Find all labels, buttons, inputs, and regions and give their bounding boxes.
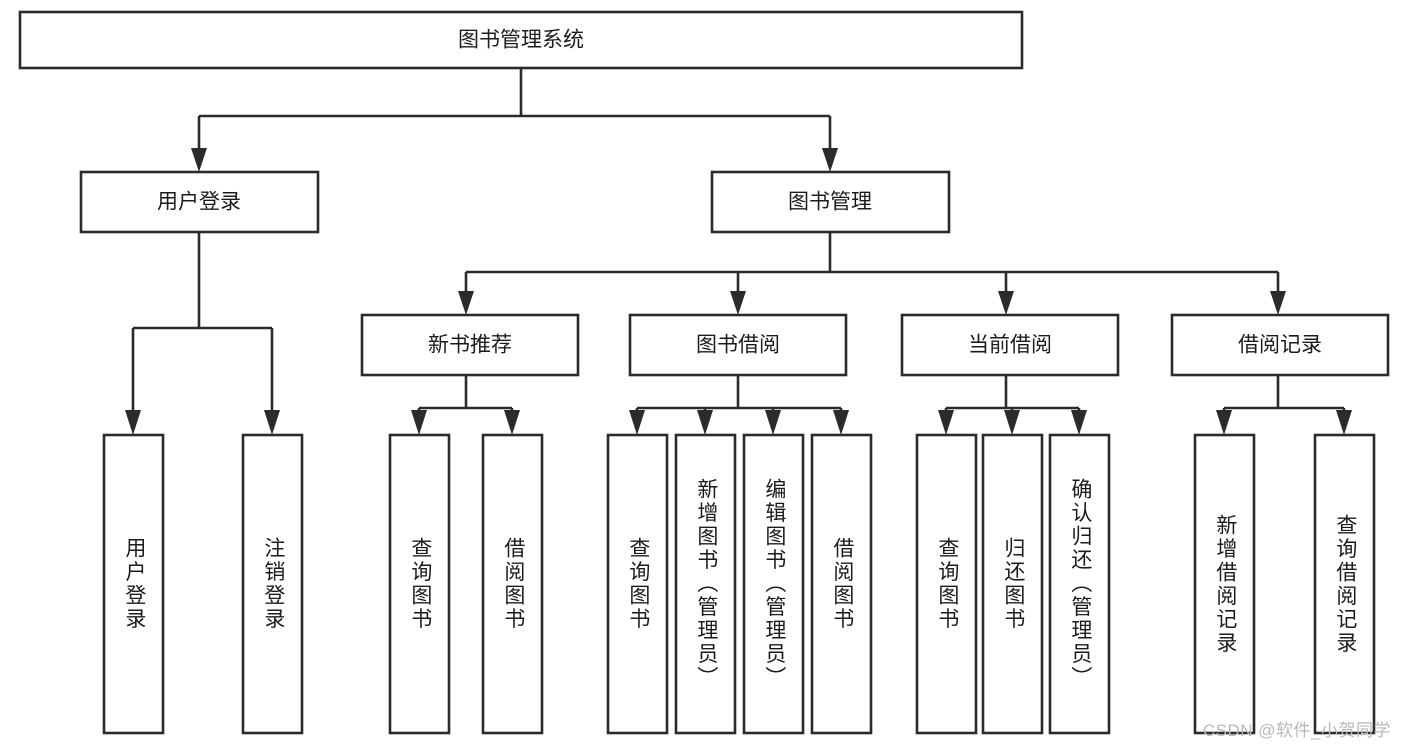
- node-book-borrow-label: 图书借阅: [696, 334, 780, 357]
- node-book-manage-box[interactable]: [710, 170, 951, 234]
- node-book-manage[interactable]: 图书管理: [710, 170, 951, 234]
- node-borrow-record-label: 借阅记录: [1238, 334, 1322, 357]
- arrow-leaf-query-book-3: [938, 410, 954, 435]
- node-current-borrow-box[interactable]: [900, 313, 1120, 377]
- node-new-book-rec-box[interactable]: [360, 313, 580, 377]
- node-new-book-rec[interactable]: 新书推荐: [360, 313, 580, 377]
- connector-group: [125, 68, 1352, 435]
- arrow-to-book-manage: [822, 148, 838, 172]
- arrow-leaf-query-record: [1336, 410, 1352, 435]
- arrow-leaf-query-book-2: [629, 410, 645, 435]
- arrow-leaf-add-book: [697, 410, 713, 435]
- arrow-to-book-borrow: [730, 291, 746, 315]
- arrow-to-current-borrow: [998, 291, 1014, 315]
- leaf-query-book-2-box[interactable]: [606, 433, 669, 735]
- node-book-borrow-box[interactable]: [628, 313, 848, 377]
- node-root[interactable]: 图书管理系统: [18, 10, 1024, 70]
- arrow-leaf-confirm-return: [1071, 410, 1087, 435]
- arrow-leaf-logout: [264, 410, 280, 435]
- leaf-query-book-1-box[interactable]: [388, 433, 451, 735]
- leaf-edit-book-box[interactable]: [742, 433, 805, 735]
- leaf-borrow-book-2-box[interactable]: [810, 433, 873, 735]
- arrow-to-new-book-rec: [458, 291, 474, 315]
- leaf-borrow-book-1-box[interactable]: [481, 433, 544, 735]
- arrow-leaf-edit-book: [765, 410, 781, 435]
- node-book-manage-label: 图书管理: [788, 191, 872, 214]
- arrow-leaf-return-book: [1004, 410, 1020, 435]
- node-root-label: 图书管理系统: [458, 29, 584, 52]
- leaf-query-record-box[interactable]: [1313, 433, 1376, 735]
- arrow-leaf-borrow-book-2: [833, 410, 849, 435]
- node-book-borrow[interactable]: 图书借阅: [628, 313, 848, 377]
- leaf-add-record-box[interactable]: [1193, 433, 1256, 735]
- leaf-add-book-box[interactable]: [674, 433, 737, 735]
- arrow-to-user-login: [191, 148, 207, 172]
- node-new-book-rec-label: 新书推荐: [428, 334, 512, 357]
- leaf-return-book-box[interactable]: [981, 433, 1044, 735]
- node-current-borrow-label: 当前借阅: [968, 334, 1052, 357]
- arrow-leaf-user-login: [125, 410, 141, 435]
- arrow-leaf-add-record: [1216, 410, 1232, 435]
- csdn-watermark: CSDN @软件_小贺同学: [1202, 721, 1391, 740]
- leaf-logout-box[interactable]: [241, 433, 304, 735]
- node-user-login[interactable]: 用户登录: [79, 170, 320, 234]
- node-user-login-box[interactable]: [79, 170, 320, 234]
- node-borrow-record[interactable]: 借阅记录: [1170, 313, 1390, 377]
- node-current-borrow[interactable]: 当前借阅: [900, 313, 1120, 377]
- leaf-user-login-box[interactable]: [102, 433, 165, 735]
- arrow-to-borrow-record: [1270, 291, 1286, 315]
- node-user-login-label: 用户登录: [157, 191, 241, 214]
- leaf-boxes-group: [102, 433, 1376, 735]
- leaf-confirm-return-box[interactable]: [1048, 433, 1111, 735]
- leaf-query-book-3-box[interactable]: [915, 433, 978, 735]
- arrow-leaf-borrow-book-1: [504, 410, 520, 435]
- node-root-box[interactable]: [18, 10, 1024, 70]
- node-borrow-record-box[interactable]: [1170, 313, 1390, 377]
- arrow-leaf-query-book-1: [411, 410, 427, 435]
